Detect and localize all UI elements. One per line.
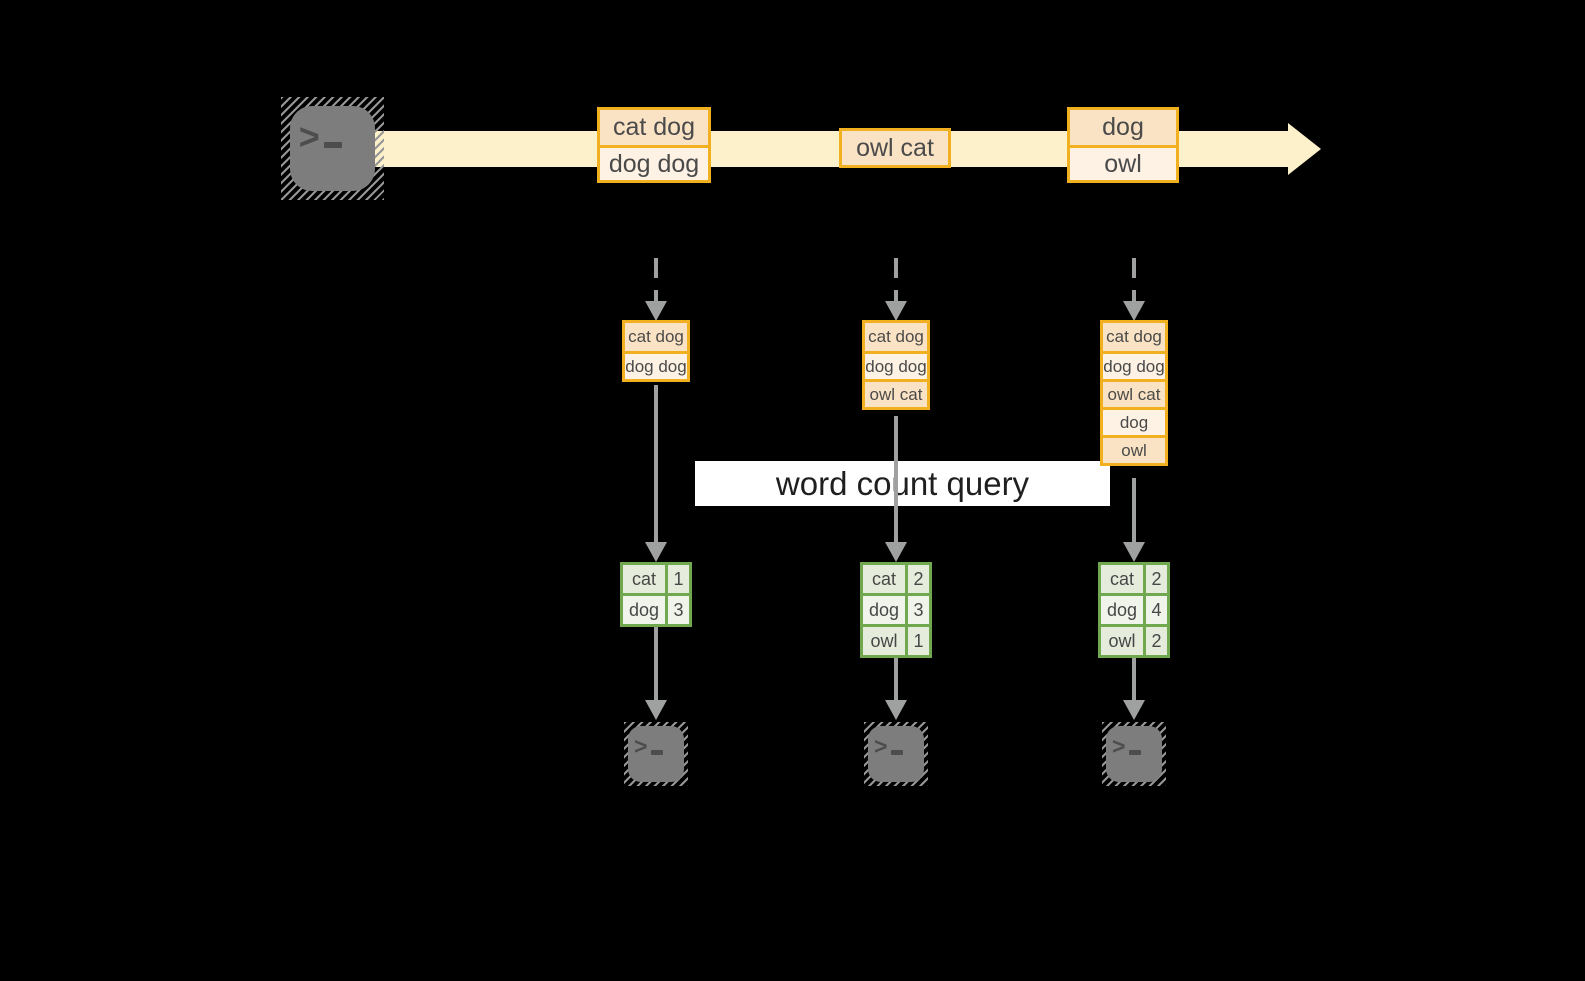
count-word: cat — [623, 565, 665, 593]
count-value: 2 — [1146, 565, 1167, 593]
terminal-sink-icon-3: > — [1102, 722, 1166, 786]
prompt-icon: > — [634, 732, 648, 759]
arrow-down-icon — [645, 542, 667, 562]
stack-line: cat dog — [625, 323, 687, 351]
stream-batch-1: cat dog dog dog — [597, 107, 711, 183]
arrow-down-icon — [1123, 542, 1145, 562]
micro-batch-arrow-line — [654, 258, 658, 302]
batch-line: owl cat — [842, 131, 948, 165]
input-stack-2: cat dog dog dog owl cat — [862, 320, 930, 410]
terminal-screen: > — [867, 725, 925, 783]
query-arrow-line — [654, 385, 658, 542]
stack-line: dog dog — [865, 351, 927, 379]
prompt-icon: > — [874, 732, 888, 759]
arrow-down-icon — [645, 700, 667, 720]
stack-line: dog dog — [625, 351, 687, 379]
batch-line: dog — [1070, 110, 1176, 145]
stream-batch-2: owl cat — [839, 128, 951, 168]
count-value: 2 — [1146, 627, 1167, 655]
output-arrow-line — [894, 658, 898, 702]
stack-line: dog dog — [1103, 351, 1165, 379]
cursor-icon — [1129, 750, 1142, 755]
arrow-down-icon — [885, 700, 907, 720]
arrow-down-icon — [1123, 301, 1145, 321]
arrow-down-icon — [645, 301, 667, 321]
count-value: 3 — [668, 596, 689, 624]
count-value: 1 — [908, 627, 929, 655]
micro-batch-arrow-line — [894, 258, 898, 302]
output-arrow-line — [1132, 658, 1136, 702]
count-value: 3 — [908, 596, 929, 624]
count-word: dog — [863, 596, 905, 624]
count-word: owl — [863, 627, 905, 655]
count-word: dog — [623, 596, 665, 624]
count-value: 1 — [668, 565, 689, 593]
terminal-sink-icon-2: > — [864, 722, 928, 786]
terminal-sink-icon-1: > — [624, 722, 688, 786]
terminal-screen: > — [627, 725, 685, 783]
cursor-icon — [324, 141, 342, 148]
count-table-3: cat 2 dog 4 owl 2 — [1098, 562, 1170, 658]
stream-batch-3: dog owl — [1067, 107, 1179, 183]
arrow-down-icon — [1123, 700, 1145, 720]
stack-line: cat dog — [865, 323, 927, 351]
prompt-icon: > — [1112, 732, 1126, 759]
query-arrow-line — [894, 416, 898, 542]
terminal-screen: > — [1105, 725, 1163, 783]
count-table-2: cat 2 dog 3 owl 1 — [860, 562, 932, 658]
count-word: owl — [1101, 627, 1143, 655]
count-value: 2 — [908, 565, 929, 593]
stack-line: cat dog — [1103, 323, 1165, 351]
count-value: 4 — [1146, 596, 1167, 624]
stream-arrowhead-icon — [1288, 123, 1321, 175]
stack-line: owl cat — [1103, 379, 1165, 407]
input-stack-1: cat dog dog dog — [622, 320, 690, 382]
count-word: dog — [1101, 596, 1143, 624]
batch-line: cat dog — [600, 110, 708, 145]
cursor-icon — [651, 750, 664, 755]
count-word: cat — [1101, 565, 1143, 593]
terminal-source-icon: > — [281, 97, 384, 200]
prompt-icon: > — [298, 115, 320, 157]
batch-line: dog dog — [600, 145, 708, 180]
terminal-screen: > — [290, 106, 375, 191]
query-arrow-line — [1132, 478, 1136, 542]
arrow-down-icon — [885, 301, 907, 321]
cursor-icon — [891, 750, 904, 755]
word-count-query-label: word count query — [695, 461, 1110, 506]
stack-line: owl — [1103, 435, 1165, 463]
micro-batch-arrow-line — [1132, 258, 1136, 302]
count-table-1: cat 1 dog 3 — [620, 562, 692, 627]
stack-line: owl cat — [865, 379, 927, 407]
output-arrow-line — [654, 627, 658, 702]
stack-line: dog — [1103, 407, 1165, 435]
input-stack-3: cat dog dog dog owl cat dog owl — [1100, 320, 1168, 466]
arrow-down-icon — [885, 542, 907, 562]
batch-line: owl — [1070, 145, 1176, 180]
count-word: cat — [863, 565, 905, 593]
